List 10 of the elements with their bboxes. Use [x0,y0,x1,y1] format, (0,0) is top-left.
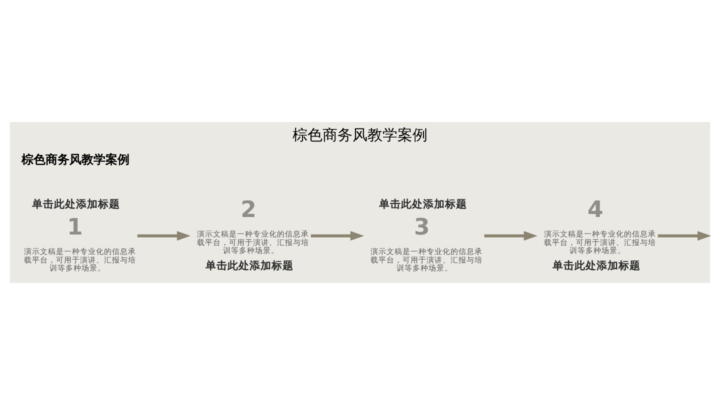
arrow [484,231,538,241]
arrow [658,231,712,241]
node-text: 2 演示文稿是一种专业化的信息承载平台，可用于演讲、汇报与培训等多种场景。 单击此处添加标题 [197,197,310,272]
diagram-title: 棕色商务风教学案例 [292,126,428,144]
label: 棕色商务风教学案例 [22,152,130,166]
node-text: 单击此处添加标题 1 演示文稿是一种专业化的信息承载平台，可用于演讲、汇报与培训等多种场景。 [24,198,136,273]
arrow [137,231,191,241]
node-text: 4 演示文稿是一种专业化的信息承载平台，可用于演讲、汇报与培训等多种场景。 单击此处添加标题 [544,197,656,272]
arrow [310,231,364,241]
node-text: 单击此处添加标题 3 演示文稿是一种专业化的信息承载平台，可用于演讲、汇报与培训等多种场景。 [370,198,483,273]
